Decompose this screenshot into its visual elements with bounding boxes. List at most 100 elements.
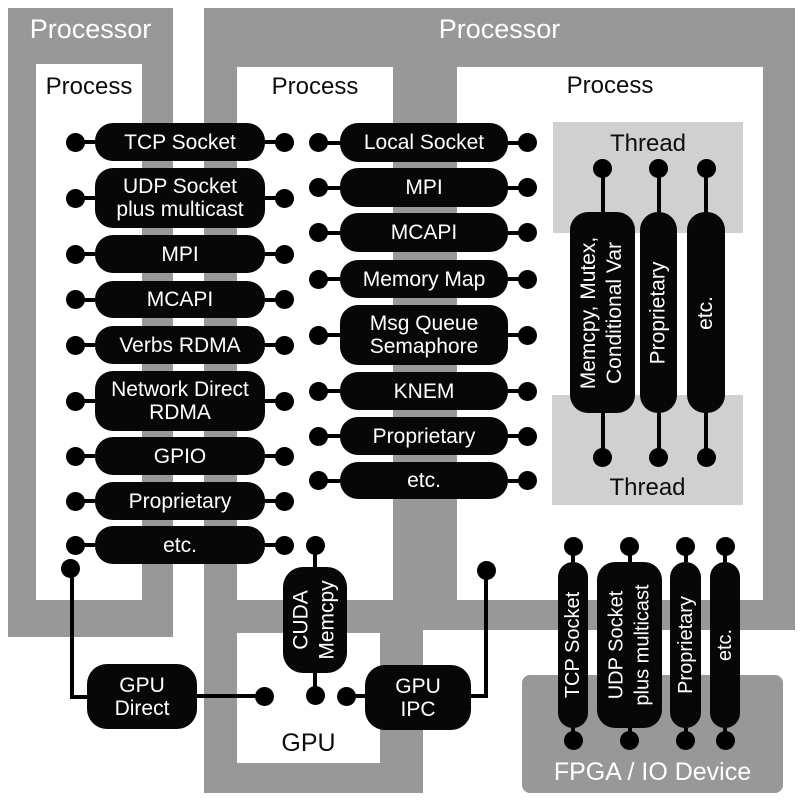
pill-tcp-socket: TCP Socket	[558, 562, 588, 728]
thread-label-bottom: Thread	[609, 474, 686, 501]
connector-line	[313, 673, 317, 695]
connection-dot	[308, 426, 328, 446]
connector-line	[197, 694, 264, 698]
connector-line	[471, 694, 488, 698]
pill-proprietary: Proprietary	[95, 482, 265, 520]
connector-line	[484, 570, 488, 696]
connection-dot	[60, 558, 80, 578]
process-label-left: Process	[45, 73, 133, 100]
pill-etc: etc.	[687, 212, 725, 413]
connector-line	[318, 434, 340, 438]
connector-line	[75, 499, 95, 503]
connector-line	[704, 168, 708, 212]
connection-dot	[274, 535, 294, 555]
connection-dot	[517, 471, 537, 490]
connector-line	[318, 230, 340, 235]
process-label-middle: Process	[271, 73, 359, 100]
connector-line	[75, 252, 95, 256]
pill-gpio: GPIO	[95, 437, 265, 475]
pill-etc: etc.	[340, 462, 508, 499]
pill-mcapi: MCAPI	[95, 281, 265, 318]
connection-dot	[65, 335, 85, 355]
pill-tcp-socket: TCP Socket	[95, 123, 265, 161]
processor-label-right: Processor	[438, 14, 561, 44]
connector-line	[313, 545, 317, 567]
connector-line	[318, 333, 340, 337]
connection-dot	[65, 188, 85, 208]
connector-line	[318, 185, 340, 190]
pill-mcapi: MCAPI	[340, 213, 508, 252]
connection-dot	[715, 536, 735, 556]
connection-dot	[336, 686, 356, 706]
pill-gpu-ipc: GPU IPC	[365, 665, 471, 730]
connector-line	[318, 140, 340, 145]
pill-udp-socket-label: UDP Socket plus multicast	[605, 584, 654, 706]
connection-dot	[65, 290, 85, 309]
connection-dot	[254, 686, 274, 706]
pill-etc: etc.	[710, 562, 740, 728]
connection-dot	[65, 491, 85, 511]
connector-line	[75, 343, 95, 347]
pill-memory-map: Memory Map	[340, 260, 508, 298]
connector-line	[600, 413, 605, 457]
connection-dot	[274, 446, 294, 466]
connector-line	[75, 399, 95, 403]
pill-etc-label: etc.	[714, 628, 736, 662]
connection-dot	[563, 536, 583, 556]
connection-dot	[308, 133, 328, 152]
connection-dot	[65, 132, 85, 152]
connection-dot	[649, 158, 668, 178]
connector-line	[704, 413, 708, 457]
pill-memcpy-mutex: Memcpy, Mutex, Conditional Var	[570, 212, 635, 413]
connection-dot	[308, 269, 328, 289]
pill-udp-socket: UDP Socket plus multicast	[597, 562, 662, 728]
connector-line	[318, 478, 340, 483]
connection-dot	[274, 188, 294, 208]
connection-dot	[593, 447, 612, 467]
thread-label-top: Thread	[609, 130, 687, 157]
connection-dot	[274, 391, 294, 411]
pill-msg-queue: Msg Queue Semaphore	[340, 305, 508, 365]
connector-line	[656, 413, 661, 457]
connection-dot	[305, 535, 325, 555]
pill-etc-label: etc.	[693, 295, 717, 330]
gpu-label: GPU	[281, 729, 336, 757]
connection-dot	[620, 536, 639, 556]
pill-cuda-memcpy-label: CUDA Memcpy	[290, 580, 340, 660]
connector-line	[70, 568, 74, 699]
pill-udp-socket: UDP Socket plus multicast	[95, 168, 265, 228]
connection-dot	[517, 133, 537, 152]
connector-line	[75, 196, 95, 200]
connection-dot	[563, 730, 583, 750]
connection-dot	[308, 471, 328, 490]
connector-line	[75, 454, 95, 458]
connection-dot	[696, 447, 716, 467]
connection-dot	[476, 560, 496, 580]
connection-dot	[65, 391, 85, 411]
connector-line	[318, 389, 340, 393]
connection-dot	[65, 535, 85, 555]
pill-proprietary-label: Proprietary	[674, 596, 697, 694]
fpga-label: FPGA / IO Device	[553, 758, 752, 786]
connection-dot	[274, 290, 294, 309]
connection-dot	[274, 491, 294, 511]
pill-etc: etc.	[95, 526, 265, 564]
connection-dot	[305, 685, 325, 705]
connection-dot	[517, 223, 537, 242]
pill-proprietary-label: Proprietary	[646, 261, 670, 364]
process-label-right: Process	[566, 72, 654, 99]
processor-label-left: Processor	[29, 14, 152, 44]
pill-gpu-direct: GPU Direct	[87, 664, 197, 729]
connection-dot	[593, 158, 612, 178]
connector-line	[656, 168, 661, 212]
connection-dot	[517, 426, 537, 446]
connection-dot	[517, 381, 537, 401]
pill-proprietary: Proprietary	[670, 562, 701, 728]
connection-dot	[274, 244, 294, 264]
connection-dot	[676, 536, 695, 556]
connection-dot	[696, 158, 716, 178]
connection-dot	[308, 381, 328, 401]
pill-proprietary: Proprietary	[340, 417, 508, 455]
connection-dot	[676, 730, 695, 750]
